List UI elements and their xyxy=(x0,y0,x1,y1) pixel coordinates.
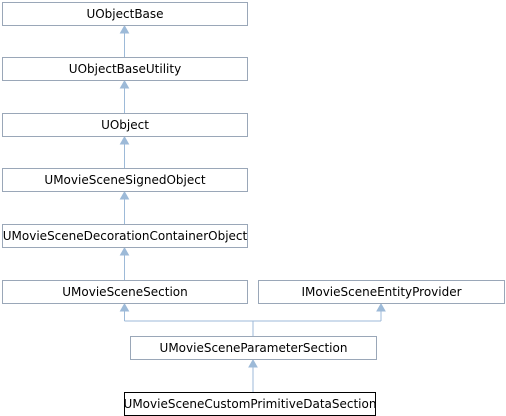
edges-layer xyxy=(119,24,386,392)
class-label-uobjectbase: UObjectBase xyxy=(86,7,163,21)
class-label-umoviescenecustomprimitivedatasection: UMovieSceneCustomPrimitiveDataSection xyxy=(124,397,377,411)
class-label-umoviesceneparametersection: UMovieSceneParameterSection xyxy=(160,341,348,355)
arrowhead-umoviescenesection xyxy=(119,302,130,312)
class-box-imoviesceneentityprovider xyxy=(258,280,505,304)
class-box-umoviescenesignedobject xyxy=(2,168,248,192)
class-box-umoviescenesection xyxy=(2,280,248,304)
class-box-umoviesceneparametersection xyxy=(130,336,377,360)
class-node-imoviesceneentityprovider[interactable]: IMovieSceneEntityProvider xyxy=(258,280,505,304)
arrowhead-uobject xyxy=(119,135,130,145)
class-box-umoviescenedecorationcontainerobject xyxy=(2,224,248,248)
class-box-uobjectbaseutility xyxy=(2,57,248,81)
arrowhead-umoviescenedecorationcontainerobject xyxy=(119,246,130,256)
class-label-umoviescenedecorationcontainerobject: UMovieSceneDecorationContainerObject xyxy=(3,229,248,243)
class-label-uobject: UObject xyxy=(101,118,149,132)
arrowhead-umoviesceneparametersection xyxy=(248,358,258,368)
arrowhead-uobjectbase xyxy=(119,24,130,34)
class-node-umoviesceneparametersection[interactable]: UMovieSceneParameterSection xyxy=(130,336,377,360)
class-box-uobject xyxy=(2,113,248,137)
class-node-umoviescenedecorationcontainerobject[interactable]: UMovieSceneDecorationContainerObject xyxy=(2,224,248,248)
arrowhead-umoviescenesignedobject xyxy=(119,190,130,200)
class-box-uobjectbase xyxy=(2,2,248,26)
class-node-umoviescenecustomprimitivedatasection: UMovieSceneCustomPrimitiveDataSection xyxy=(124,392,377,416)
class-node-umoviescenesignedobject[interactable]: UMovieSceneSignedObject xyxy=(2,168,248,192)
class-node-umoviescenesection[interactable]: UMovieSceneSection xyxy=(2,280,248,304)
class-label-uobjectbaseutility: UObjectBaseUtility xyxy=(69,62,181,76)
class-label-umoviescenesection: UMovieSceneSection xyxy=(62,285,187,299)
class-label-imoviesceneentityprovider: IMovieSceneEntityProvider xyxy=(301,285,461,299)
class-node-uobject[interactable]: UObject xyxy=(2,113,248,137)
arrowhead-uobjectbaseutility xyxy=(119,79,130,89)
class-node-uobjectbaseutility[interactable]: UObjectBaseUtility xyxy=(2,57,248,81)
arrowhead-imoviesceneentityprovider xyxy=(376,302,386,312)
class-label-umoviescenesignedobject: UMovieSceneSignedObject xyxy=(44,173,205,187)
class-node-uobjectbase[interactable]: UObjectBase xyxy=(2,2,248,26)
